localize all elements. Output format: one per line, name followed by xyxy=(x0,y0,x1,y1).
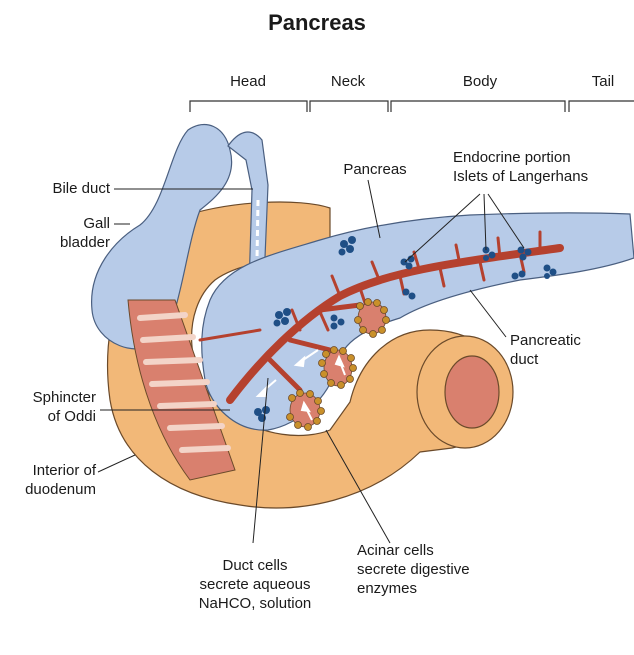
region-label-head: Head xyxy=(216,72,280,91)
page-title: Pancreas xyxy=(0,10,634,36)
region-label-neck: Neck xyxy=(318,72,378,91)
region-label-body: Body xyxy=(450,72,510,91)
label-bile-duct: Bile duct xyxy=(0,179,110,198)
duodenum-outlet xyxy=(417,336,513,448)
head-bracket xyxy=(190,101,307,112)
tail-bracket xyxy=(569,101,634,112)
region-label-tail: Tail xyxy=(578,72,628,91)
label-pancreas: Pancreas xyxy=(325,160,425,179)
region-brackets xyxy=(190,101,634,112)
body-bracket xyxy=(391,101,565,112)
neck-bracket xyxy=(310,101,388,112)
